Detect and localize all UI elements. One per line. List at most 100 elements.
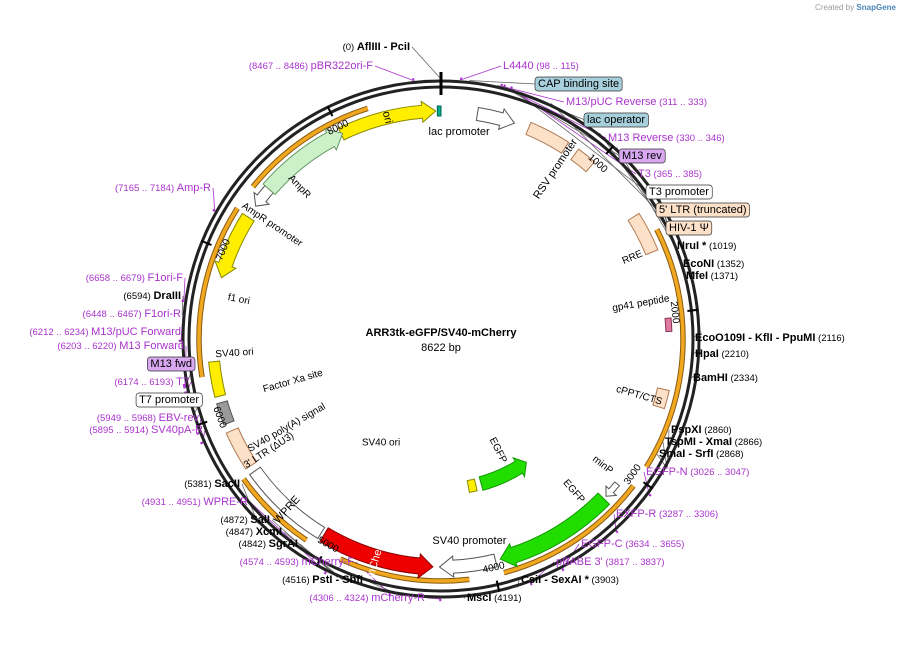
- site-label[interactable]: NruI * (1019): [677, 240, 736, 252]
- site-label-text: (4574 .. 4593) mCherry-F: [240, 556, 355, 568]
- leader-line: [212, 187, 216, 211]
- site-name: mCherry-R: [371, 592, 425, 604]
- site-pos: (6658 .. 6679): [86, 273, 148, 284]
- site-label-text: (6594) DraIII: [123, 290, 181, 302]
- backbone-ring: [181, 72, 701, 599]
- site-label[interactable]: CsiI - SexAI * (3903): [521, 574, 619, 586]
- site-label-text: M13 fwd: [150, 358, 192, 370]
- site-label[interactable]: EGFP-N (3026 .. 3047): [646, 466, 749, 478]
- site-label[interactable]: (7165 .. 7184) Amp-R: [115, 182, 211, 194]
- site-label-text: (5895 .. 5914) SV40pA-R: [89, 424, 203, 436]
- leader-line: [469, 80, 537, 85]
- site-label[interactable]: MfeI (1371): [686, 270, 738, 282]
- site-label[interactable]: M13 Reverse (330 .. 346): [608, 132, 725, 144]
- tick-mark: [200, 239, 212, 246]
- site-name: mCherry-F: [301, 556, 354, 568]
- site-label[interactable]: (4842) SgrAI: [239, 538, 298, 550]
- site-label[interactable]: (0) AflIII - PciI: [343, 41, 410, 53]
- feature-label: EGFP: [560, 478, 586, 506]
- site-label[interactable]: (4931 .. 4951) WPRE-R: [142, 496, 248, 508]
- site-extra: - SexAI *: [541, 574, 589, 586]
- feature-rre: [627, 212, 659, 256]
- site-label[interactable]: (4306 .. 4324) mCherry-R: [309, 592, 425, 604]
- site-label[interactable]: BamHI (2334): [693, 372, 758, 384]
- feature-label: lac promoter: [429, 126, 490, 138]
- site-label[interactable]: M13 fwd: [147, 356, 196, 372]
- site-pos: (5381): [184, 479, 214, 490]
- site-label[interactable]: HIV-1 Ψ: [665, 220, 713, 236]
- site-name: 5' LTR (truncated): [659, 204, 746, 216]
- site-label[interactable]: M13 rev: [618, 148, 666, 164]
- leader-line: [460, 65, 502, 81]
- site-label[interactable]: SmaI - SrfI (2868): [659, 448, 744, 460]
- site-label[interactable]: MscI (4191): [467, 592, 522, 604]
- site-label[interactable]: PspXI (2860): [671, 424, 732, 436]
- site-extra: - SbfI: [332, 574, 363, 586]
- site-label-text: BamHI (2334): [693, 372, 758, 384]
- site-label[interactable]: T7 promoter: [135, 392, 203, 408]
- site-name: T3: [638, 168, 651, 180]
- feature-wpre: [249, 466, 326, 540]
- site-label[interactable]: EcoO109I - KflI - PpuMI (2116): [695, 332, 845, 344]
- site-name: EBV-rev: [159, 412, 200, 424]
- site-name: BamHI: [693, 372, 728, 384]
- site-label[interactable]: CAP binding site: [534, 76, 623, 92]
- site-label[interactable]: T3 promoter: [645, 184, 713, 200]
- site-name: SmaI: [659, 448, 685, 460]
- site-label[interactable]: (6212 .. 6234) M13/pUC Forward: [29, 326, 181, 338]
- site-label[interactable]: lac operator: [583, 112, 649, 128]
- site-label[interactable]: (4872) SalI: [220, 514, 270, 526]
- site-pos: (4847): [226, 527, 256, 538]
- site-label-text: pBABE 3' (3817 .. 3837): [556, 556, 665, 568]
- feature-label: gp41 peptide: [611, 293, 670, 314]
- site-name: M13 Forward: [119, 340, 184, 352]
- site-name: M13 rev: [622, 150, 662, 162]
- site-label[interactable]: (4847) XcmI: [226, 526, 282, 538]
- site-label[interactable]: 5' LTR (truncated): [655, 202, 750, 218]
- site-label[interactable]: T3 (365 .. 385): [638, 168, 702, 180]
- site-label[interactable]: L4440 (98 .. 115): [503, 60, 579, 72]
- site-label-box: [135, 392, 203, 408]
- feature-label: f1 ori: [227, 292, 251, 307]
- site-label[interactable]: (6203 .. 6220) M13 Forward: [57, 340, 184, 352]
- primer-site-marker: [200, 441, 204, 445]
- site-label[interactable]: (6448 .. 6467) F1ori-R: [83, 308, 182, 320]
- site-label[interactable]: (5895 .. 5914) SV40pA-R: [89, 424, 203, 436]
- tick-label: 2000: [668, 301, 681, 325]
- site-label-text: CsiI - SexAI * (3903): [521, 574, 619, 586]
- site-label[interactable]: EGFP-C (3634 .. 3655): [581, 538, 684, 550]
- site-label[interactable]: (5949 .. 5968) EBV-rev: [97, 412, 200, 424]
- feature-egfp-outer: [499, 492, 611, 568]
- site-label[interactable]: (5381) SacII: [184, 478, 240, 490]
- site-pos: (1352): [714, 259, 744, 270]
- site-label-text: EGFP-C (3634 .. 3655): [581, 538, 684, 550]
- feature-label: SV40 promoter: [432, 535, 506, 547]
- site-label-text: (4842) SgrAI: [239, 538, 298, 550]
- site-pos: (1019): [706, 241, 736, 252]
- site-name: M13/pUC Forward: [91, 326, 181, 338]
- site-label[interactable]: TspMI - XmaI (2866): [665, 436, 762, 448]
- site-label[interactable]: (6174 .. 6193) T7: [114, 376, 189, 388]
- site-label[interactable]: M13/pUC Reverse (311 .. 333): [566, 96, 707, 108]
- site-label[interactable]: (6658 .. 6679) F1ori-F: [86, 272, 184, 284]
- site-pos: (311 .. 333): [656, 97, 707, 108]
- site-label-text: (4516) PstI - SbfI: [282, 574, 363, 586]
- site-label[interactable]: (4574 .. 4593) mCherry-F: [240, 556, 355, 568]
- feature-hiv-psi: [570, 148, 596, 173]
- site-label[interactable]: (6594) DraIII: [123, 290, 181, 302]
- site-label[interactable]: EXFP-R (3287 .. 3306): [616, 508, 718, 520]
- site-pos: (5949 .. 5968): [97, 413, 159, 424]
- site-label-box: [147, 356, 196, 372]
- site-label[interactable]: (8467 .. 8486) pBR322ori-F: [249, 60, 373, 72]
- feature-inline-label: ori: [380, 110, 395, 125]
- site-label-text: NruI * (1019): [677, 240, 736, 252]
- site-label[interactable]: EcoNI (1352): [683, 258, 744, 270]
- site-pos: (2866): [732, 437, 762, 448]
- site-label[interactable]: HpaI (2210): [695, 348, 749, 360]
- site-label[interactable]: (4516) PstI - SbfI: [282, 574, 363, 586]
- tick-mark: [196, 420, 208, 427]
- site-label[interactable]: pBABE 3' (3817 .. 3837): [556, 556, 665, 568]
- site-pos: (365 .. 385): [651, 169, 702, 180]
- site-label-text: L4440 (98 .. 115): [503, 60, 579, 72]
- site-name: pBABE 3': [556, 556, 603, 568]
